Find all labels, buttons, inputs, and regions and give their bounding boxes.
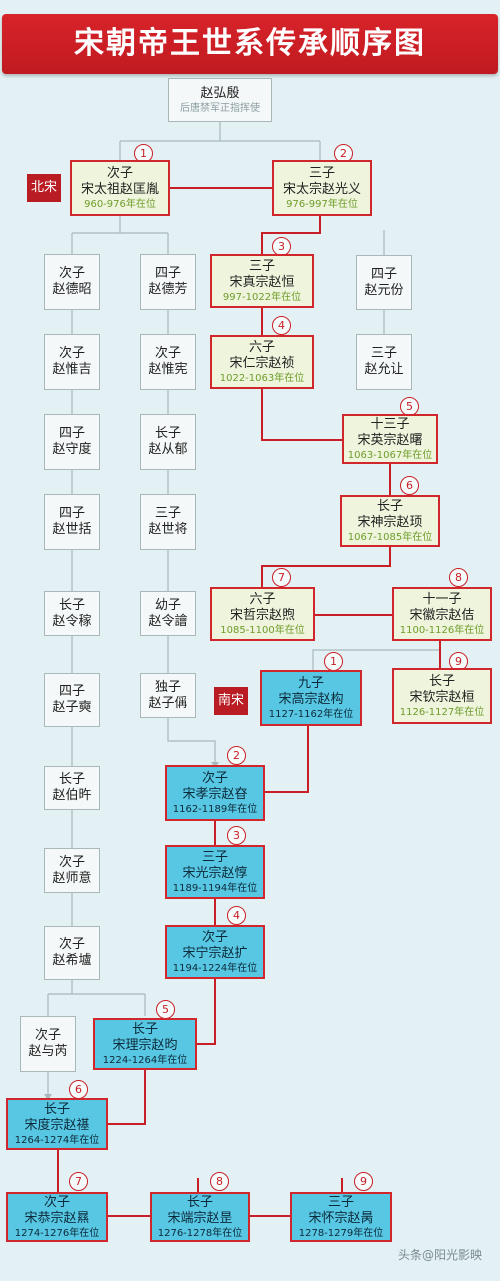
order-badge-south-6: 6	[69, 1080, 88, 1099]
ancestor-a10: 次子赵与芮	[20, 1016, 76, 1072]
emperor-taizu[interactable]: 次子 宋太祖赵匡胤 960-976年在位	[70, 160, 170, 216]
emperor-lizong[interactable]: 长子 宋理宗赵昀 1224-1264年在位	[93, 1018, 197, 1070]
ancestor-b6: 独子赵子偁	[140, 673, 196, 718]
ancestor-a7: 长子赵伯旿	[44, 766, 100, 810]
emperor-qinzong[interactable]: 长子 宋钦宗赵桓 1126-1127年在位	[392, 668, 492, 724]
watermark: 头条@阳光影映	[397, 1248, 482, 1262]
emperor-taizong[interactable]: 三子 宋太宗赵光义 976-997年在位	[272, 160, 372, 216]
emperor-gongzong[interactable]: 次子 宋恭宗赵㬎 1274-1276年在位	[6, 1192, 108, 1242]
order-badge-7: 7	[272, 568, 291, 587]
order-badge-south-5: 5	[156, 1000, 175, 1019]
order-badge-south-2: 2	[227, 746, 246, 765]
emperor-yingzong[interactable]: 十三子 宋英宗赵曙 1063-1067年在位	[342, 414, 438, 464]
root-zhao-hongyin: 赵弘殷 后唐禁军正指挥使	[168, 78, 272, 122]
order-badge-south-3: 3	[227, 826, 246, 845]
ancestor-a6: 四子赵子奭	[44, 673, 100, 727]
ancestor-a2: 次子赵惟吉	[44, 334, 100, 390]
emperor-renzong[interactable]: 六子 宋仁宗赵祯 1022-1063年在位	[210, 335, 314, 389]
ancestor-b3: 长子赵从郁	[140, 414, 196, 470]
emperor-zhenzong[interactable]: 三子 宋真宗赵恒 997-1022年在位	[210, 254, 314, 308]
emperor-huizong[interactable]: 十一子 宋徽宗赵佶 1100-1126年在位	[392, 587, 492, 641]
order-badge-8: 8	[449, 568, 468, 587]
chart-title: 宋朝帝王世系传承顺序图	[2, 14, 498, 74]
ancestor-a1: 次子赵德昭	[44, 254, 100, 310]
emperor-xiaozong[interactable]: 次子 宋孝宗赵昚 1162-1189年在位	[165, 765, 265, 821]
emperor-guangzong[interactable]: 三子 宋光宗赵惇 1189-1194年在位	[165, 845, 265, 899]
order-badge-3: 3	[272, 237, 291, 256]
emperor-gaozong[interactable]: 九子 宋高宗赵构 1127-1162年在位	[260, 670, 362, 726]
order-badge-south-4: 4	[227, 906, 246, 925]
order-badge-south-7: 7	[69, 1172, 88, 1191]
ancestor-a9: 次子赵希壚	[44, 926, 100, 980]
order-badge-1: 1	[134, 144, 153, 163]
emperor-duzong[interactable]: 长子 宋度宗赵禥 1264-1274年在位	[6, 1098, 108, 1150]
order-badge-south-8: 8	[210, 1172, 229, 1191]
ancestor-b5: 幼子赵令譮	[140, 591, 196, 636]
emperor-shenzong[interactable]: 长子 宋神宗赵顼 1067-1085年在位	[340, 495, 440, 547]
emperor-ningzong[interactable]: 次子 宋宁宗赵扩 1194-1224年在位	[165, 925, 265, 979]
ancestor-b4: 三子赵世将	[140, 494, 196, 550]
ancestor-b1: 四子赵德芳	[140, 254, 196, 310]
order-badge-9: 9	[449, 652, 468, 671]
emperor-zhezong[interactable]: 六子 宋哲宗赵煦 1085-1100年在位	[210, 587, 315, 641]
emperor-huaizong[interactable]: 三子 宋怀宗赵昺 1278-1279年在位	[290, 1192, 392, 1242]
ancestor-a3: 四子赵守度	[44, 414, 100, 470]
ancestor-c2: 三子赵允让	[356, 334, 412, 390]
emperor-duanzong[interactable]: 长子 宋端宗赵昰 1276-1278年在位	[150, 1192, 250, 1242]
order-badge-south-9: 9	[354, 1172, 373, 1191]
ancestor-b2: 次子赵惟宪	[140, 334, 196, 390]
ancestor-a4: 四子赵世括	[44, 494, 100, 550]
ancestor-a8: 次子赵师意	[44, 848, 100, 893]
order-badge-6: 6	[400, 476, 419, 495]
ancestor-a5: 长子赵令稼	[44, 591, 100, 636]
era-north-song: 北宋	[27, 174, 61, 202]
order-badge-4: 4	[272, 316, 291, 335]
ancestor-c1: 四子赵元份	[356, 255, 412, 310]
era-south-song: 南宋	[214, 687, 248, 715]
order-badge-south-1: 1	[324, 652, 343, 671]
